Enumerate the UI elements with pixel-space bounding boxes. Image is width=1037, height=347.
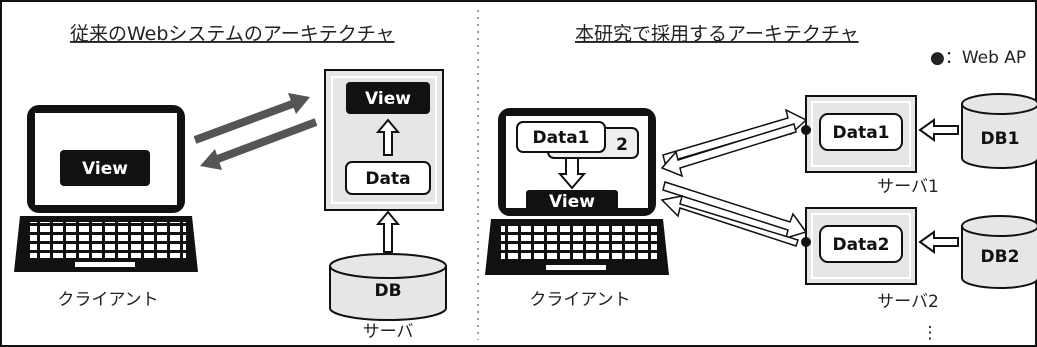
- server1-response-arrow: [660, 123, 797, 178]
- right-client-view-box: [526, 190, 618, 212]
- left-server-box: View Data: [324, 69, 444, 211]
- server2-web-ap-dot: [801, 237, 811, 247]
- db1-arrow: [918, 118, 959, 142]
- server2-request-arrow: [662, 181, 808, 240]
- server2-label: サーバ2: [877, 292, 939, 312]
- left-server-view-label: View: [365, 89, 411, 109]
- server1-box: Data1: [805, 95, 917, 173]
- server1-label: サーバ1: [877, 177, 939, 197]
- left-client-laptop: View: [14, 105, 198, 272]
- legend-web-ap: ●：Web AP: [930, 48, 1026, 68]
- server2-data-box: [819, 225, 903, 263]
- left-server-data-box: [345, 161, 431, 195]
- left-client-view-label: View: [82, 159, 128, 179]
- left-server-view-box: [346, 82, 430, 114]
- db2-label: DB2: [981, 247, 1020, 267]
- right-client-data1-box: [516, 121, 606, 153]
- more-servers-ellipsis: ⋮: [922, 323, 939, 343]
- left-data-to-view-arrow: [375, 118, 401, 156]
- left-db-cylinder: DB: [329, 253, 447, 321]
- db1-label: DB1: [981, 129, 1020, 149]
- left-server-data-label: Data: [365, 169, 410, 189]
- left-response-arrow: [200, 118, 318, 170]
- left-server-label: サーバ: [363, 322, 414, 342]
- right-title: 本研究で採用するアーキテクチャ: [575, 23, 859, 45]
- server2-box: Data2: [805, 207, 917, 285]
- left-client-label: クライアント: [57, 290, 158, 310]
- left-db-arrow: [375, 210, 401, 253]
- right-data-to-view-arrow: [557, 157, 587, 190]
- left-request-arrow: [193, 93, 310, 144]
- right-client-data1-label: Data1: [532, 128, 589, 148]
- db1-cylinder: DB1: [961, 93, 1037, 169]
- db2-arrow: [918, 230, 959, 254]
- server1-web-ap-dot: [801, 125, 811, 135]
- left-client-view-box: [60, 150, 150, 186]
- right-client-view-label: View: [549, 192, 595, 212]
- server2-response-arrow: [660, 195, 799, 247]
- right-client-laptop: 2 Data1 View: [485, 108, 669, 275]
- server2-data-label: Data2: [832, 235, 889, 255]
- server1-request-arrow: [662, 108, 808, 164]
- right-client-data2-label: 2: [616, 135, 628, 155]
- server1-data-label: Data1: [832, 123, 889, 143]
- right-client-label: クライアント: [529, 290, 630, 310]
- left-db-label: DB: [374, 281, 401, 301]
- db2-cylinder: DB2: [961, 215, 1037, 289]
- left-title: 従来のWebシステムのアーキテクチャ: [70, 23, 395, 45]
- server1-data-box: [819, 113, 903, 151]
